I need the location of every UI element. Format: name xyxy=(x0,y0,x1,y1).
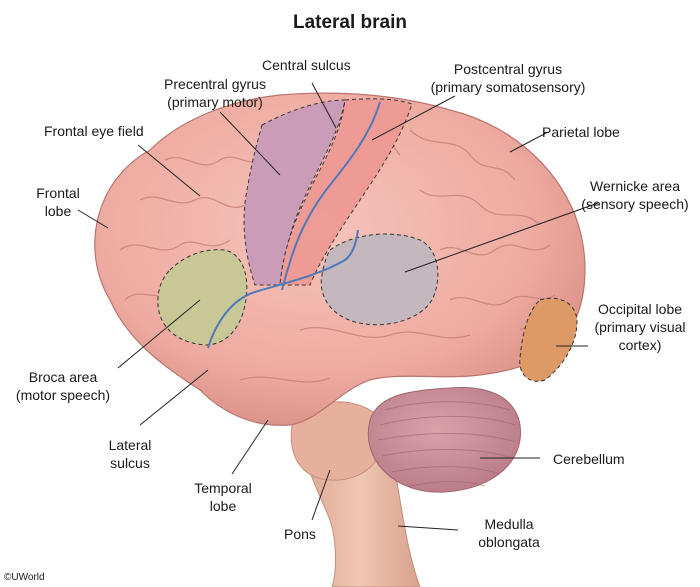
postcentral-gyrus-region xyxy=(279,98,413,286)
label-broca-area: Broca area (motor speech) xyxy=(8,368,118,404)
label-postcentral-line2: (primary somatosensory) xyxy=(430,79,586,95)
label-occipital-line1: Occipital lobe xyxy=(597,301,683,317)
label-frontal-eye-field: Frontal eye field xyxy=(44,123,144,139)
label-wernicke-line1: Wernicke area xyxy=(589,178,680,194)
label-cerebellum: Cerebellum xyxy=(553,451,625,467)
label-temporal-line1: Temporal xyxy=(194,480,252,496)
label-frontal-line1: Frontal xyxy=(36,185,80,201)
label-precentral-line2: (primary motor) xyxy=(167,94,263,110)
diagram-title: Lateral brain xyxy=(292,12,408,33)
label-lateral-sulcus: Lateral sulcus xyxy=(100,436,160,472)
leader-lines xyxy=(77,82,599,531)
label-wernicke-area: Wernicke area (sensory speech) xyxy=(570,177,700,213)
copyright-notice: ©UWorld xyxy=(4,572,45,583)
wernicke-area-region xyxy=(320,233,439,326)
label-medulla-line2: oblongata xyxy=(478,534,540,550)
lateral-sulcus-line xyxy=(207,229,359,349)
label-lateral-line1: Lateral xyxy=(108,437,152,453)
label-broca-line1: Broca area xyxy=(28,369,98,385)
cerebellum-folia xyxy=(377,401,517,487)
label-precentral-gyrus: Precentral gyrus (primary motor) xyxy=(145,75,285,111)
label-occipital-lobe: Occipital lobe (primary visual cortex) xyxy=(585,300,695,354)
label-pons: Pons xyxy=(284,526,316,542)
label-wernicke-line2: (sensory speech) xyxy=(581,196,689,212)
label-postcentral-line1: Postcentral gyrus xyxy=(453,61,563,77)
label-central-sulcus: Central sulcus xyxy=(262,57,351,73)
label-frontal-lobe: Frontal lobe xyxy=(28,184,88,220)
gyri-lines xyxy=(119,104,561,383)
cerebellum-shape xyxy=(367,386,522,493)
label-medulla-oblongata: Medulla oblongata xyxy=(466,515,552,551)
label-frontal-line2: lobe xyxy=(44,203,72,219)
label-broca-line2: (motor speech) xyxy=(15,387,111,403)
label-medulla-line1: Medulla xyxy=(484,516,534,532)
label-parietal-lobe: Parietal lobe xyxy=(542,124,620,140)
label-occipital-line2: (primary visual xyxy=(594,319,686,335)
label-occipital-line3: cortex) xyxy=(618,337,662,353)
label-precentral-line1: Precentral gyrus xyxy=(164,76,266,92)
precentral-gyrus-region xyxy=(243,99,346,286)
label-postcentral-gyrus: Postcentral gyrus (primary somatosensory… xyxy=(418,60,598,96)
broca-area-region xyxy=(157,249,248,346)
label-temporal-lobe: Temporal lobe xyxy=(185,479,261,515)
label-lateral-line2: sulcus xyxy=(110,455,150,471)
central-sulcus-line xyxy=(281,101,381,291)
label-temporal-line2: lobe xyxy=(209,498,237,514)
occipital-region xyxy=(519,297,578,382)
